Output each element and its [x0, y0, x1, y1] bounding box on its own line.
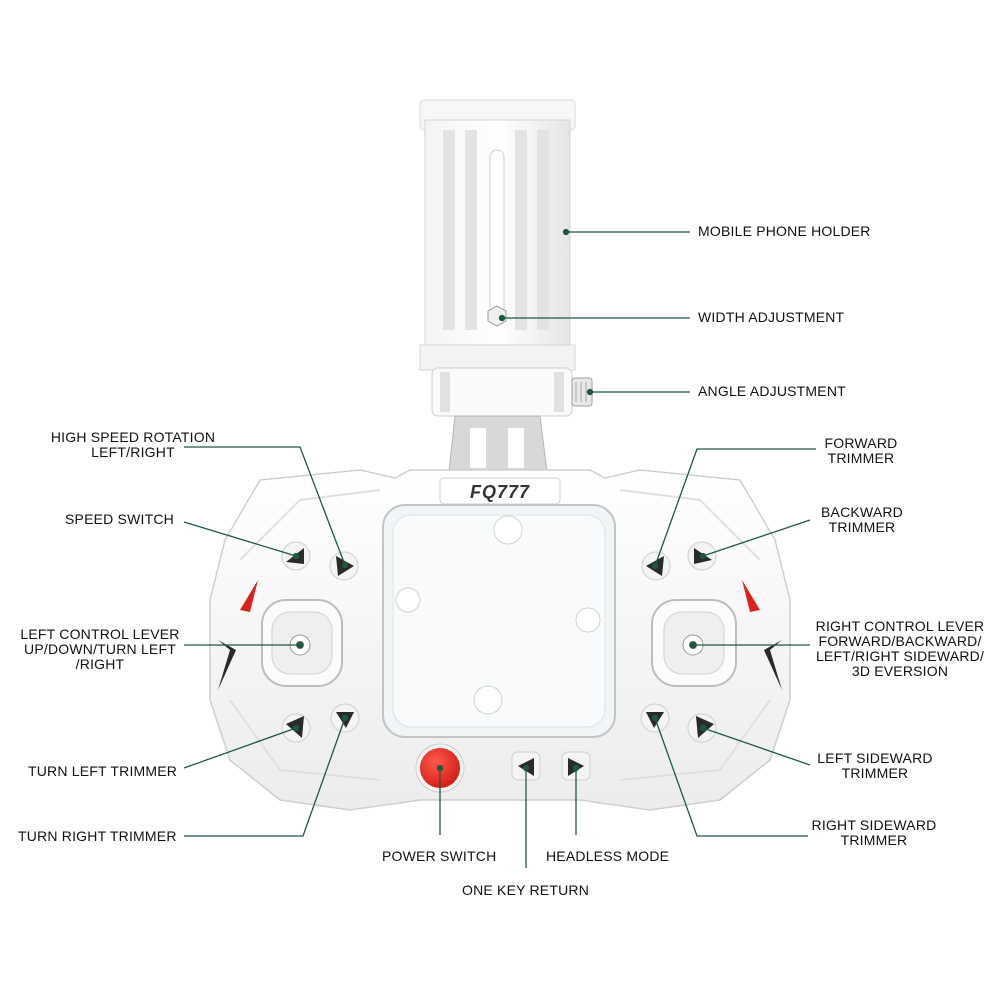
label-line: LEFT SIDEWARD: [817, 750, 933, 766]
label-line: UP/DOWN/TURN LEFT: [24, 641, 176, 657]
mobile-phone-holder: [419, 99, 593, 481]
label-line: TRIMMER: [827, 450, 895, 466]
label-one-key-return: ONE KEY RETURN: [462, 882, 590, 898]
label-forward-trimmer: FORWARD TRIMMER: [815, 436, 907, 466]
leader-lines: [183, 228, 816, 868]
label-angle-adjustment: ANGLE ADJUSTMENT: [698, 383, 846, 399]
label-line: 3D EVERSION: [851, 663, 949, 679]
label-line: LEFT/RIGHT: [91, 444, 175, 460]
label-line: FORWARD/BACKWARD/: [818, 633, 982, 649]
angle-adjustment-knob-icon[interactable]: [571, 377, 593, 407]
label-line: FORWARD: [824, 435, 898, 451]
label-backward-trimmer: BACKWARD TRIMMER: [812, 505, 912, 535]
brand-logo: FQ777: [470, 482, 530, 502]
label-line: HIGH SPEED ROTATION: [50, 429, 216, 445]
label-line: RIGHT CONTROL LEVER: [815, 618, 985, 634]
label-right-control-lever: RIGHT CONTROL LEVER FORWARD/BACKWARD/ LE…: [808, 619, 992, 679]
label-line: LEFT/RIGHT SIDEWARD/: [815, 648, 985, 664]
label-turn-right-trimmer: TURN RIGHT TRIMMER: [18, 828, 177, 844]
label-line: /RIGHT: [75, 656, 125, 672]
label-width-adjustment: WIDTH ADJUSTMENT: [698, 309, 845, 325]
label-line: BACKWARD: [821, 504, 903, 520]
label-power-switch: POWER SWITCH: [382, 848, 497, 864]
label-line: TRIMMER: [828, 519, 896, 535]
label-speed-switch: SPEED SWITCH: [65, 511, 174, 527]
label-turn-left-trimmer: TURN LEFT TRIMMER: [28, 763, 178, 779]
label-high-speed-rotation: HIGH SPEED ROTATION LEFT/RIGHT: [40, 430, 226, 460]
label-line: TRIMMER: [840, 832, 908, 848]
label-left-control-lever: LEFT CONTROL LEVER UP/DOWN/TURN LEFT /RI…: [10, 627, 190, 672]
label-mobile-phone-holder: MOBILE PHONE HOLDER: [698, 223, 871, 239]
label-right-sideward-trimmer: RIGHT SIDEWARD TRIMMER: [804, 818, 944, 848]
label-line: TRIMMER: [841, 765, 909, 781]
label-headless-mode: HEADLESS MODE: [546, 848, 670, 864]
label-left-sideward-trimmer: LEFT SIDEWARD TRIMMER: [808, 751, 942, 781]
label-line: RIGHT SIDEWARD: [811, 817, 937, 833]
label-line: LEFT CONTROL LEVER: [20, 626, 180, 642]
